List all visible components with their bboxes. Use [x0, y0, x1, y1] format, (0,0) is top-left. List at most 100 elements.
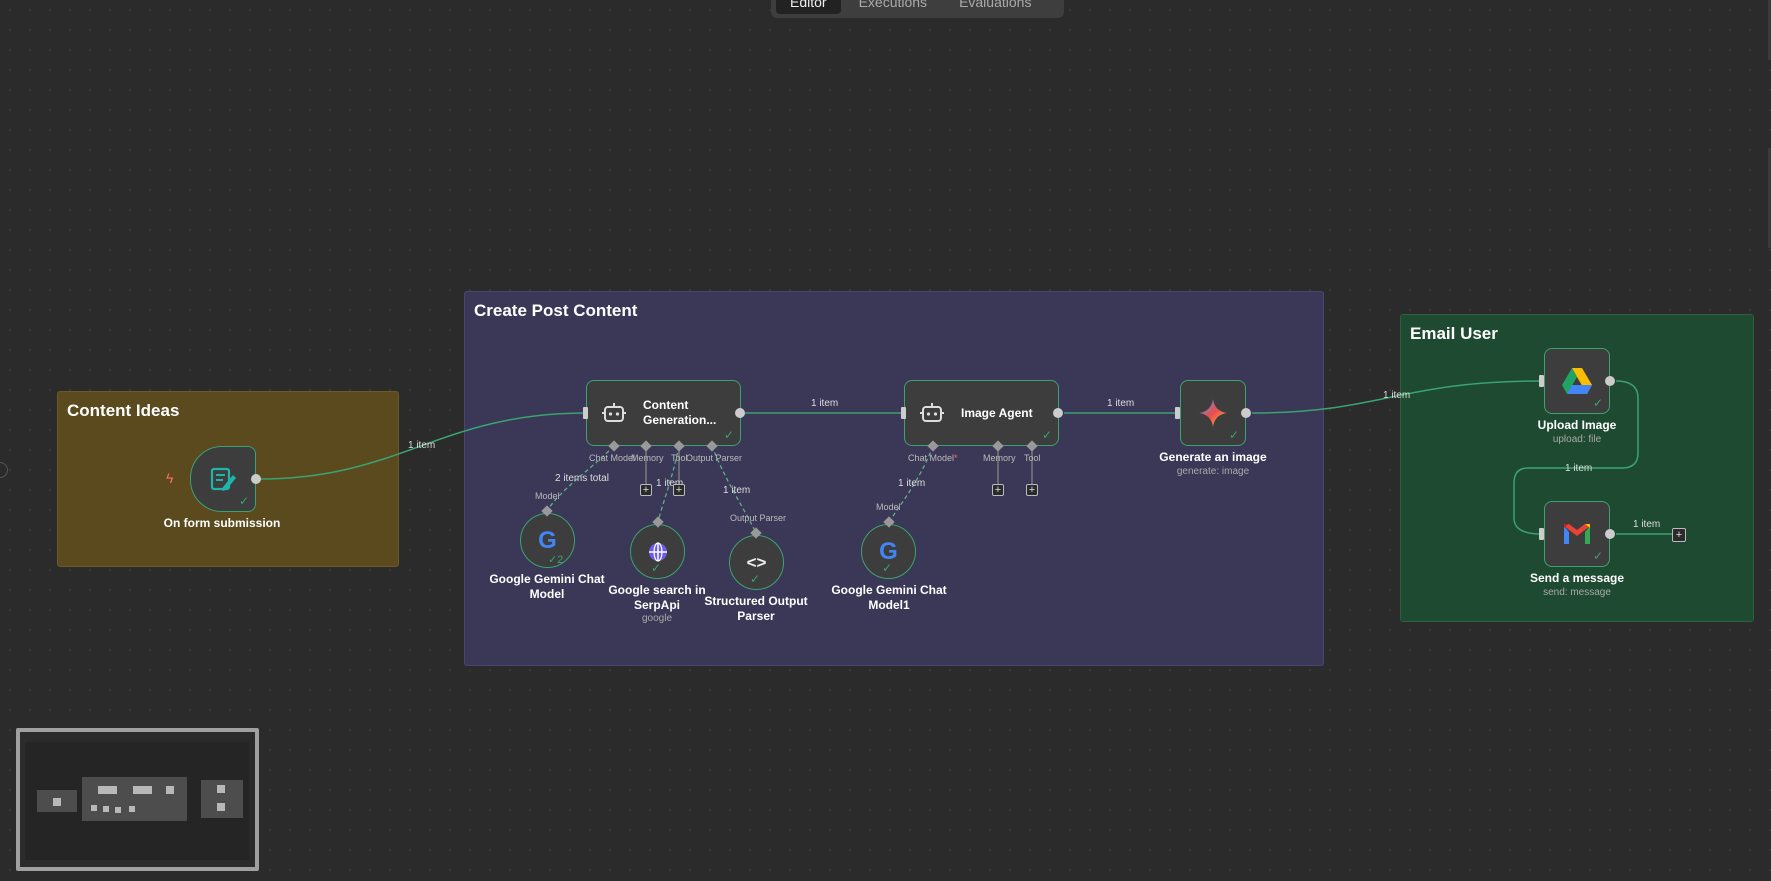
edge-label: 1 item — [723, 485, 751, 496]
add-tool-button[interactable]: + — [1026, 484, 1038, 496]
success-check-icon: ✓ — [1041, 428, 1052, 442]
tab-editor[interactable]: Editor — [776, 0, 841, 14]
node-label: Structured Output Parser — [704, 594, 807, 624]
node-send-a-message[interactable]: ✓ — [1544, 501, 1610, 567]
input-handle[interactable] — [1175, 407, 1180, 419]
node-label-line2: Model — [529, 587, 565, 601]
input-handle[interactable] — [901, 407, 906, 419]
node-label: Upload Image — [1537, 418, 1617, 432]
node-google-search-serpapi[interactable]: ✓ — [630, 524, 685, 579]
success-check-icon: ✓ — [1592, 549, 1603, 563]
robot-icon — [602, 403, 626, 422]
input-handle[interactable] — [583, 407, 588, 419]
node-upload-image[interactable]: ✓ — [1544, 348, 1610, 414]
port-label-model: Model — [876, 502, 901, 512]
run-count: 2 — [557, 554, 564, 566]
node-label-line1: Content — [643, 398, 689, 412]
canvas-left-handle[interactable] — [0, 462, 8, 478]
tab-evaluations[interactable]: Evaluations — [959, 0, 1032, 10]
success-check-icon: ✓ — [1592, 396, 1603, 410]
add-tool-button[interactable]: + — [673, 484, 685, 496]
node-label: Google Gemini Chat Model — [489, 572, 604, 602]
success-check-icon: ✓ — [650, 561, 661, 575]
output-handle[interactable] — [1605, 376, 1615, 386]
node-label-line2: Model1 — [868, 598, 910, 612]
output-handle[interactable] — [1605, 529, 1615, 539]
minimap-viewport — [25, 742, 249, 860]
add-memory-button[interactable]: + — [640, 484, 652, 496]
node-label: Generate an image — [1159, 450, 1267, 464]
node-label-line2: Parser — [737, 609, 775, 623]
code-brackets-icon: <> — [746, 552, 767, 572]
serpapi-icon — [648, 541, 667, 562]
minimap-node — [53, 798, 61, 806]
node-label: On form submission — [163, 516, 281, 530]
trigger-bolt-icon: ϟ — [166, 470, 174, 486]
edge-label: 2 items total — [555, 473, 609, 484]
node-subtitle: generate: image — [1176, 466, 1250, 477]
edge-label: 1 item — [408, 440, 436, 451]
run-count-badge: ✓2 — [548, 554, 564, 566]
node-google-gemini-chat-model1[interactable]: G ✓ — [861, 524, 916, 579]
node-label-line1: Google Gemini Chat — [489, 572, 605, 586]
node-on-form-submission[interactable]: ✓ — [190, 446, 256, 512]
gemini-sparkle-icon — [1199, 399, 1227, 427]
gmail-icon — [1564, 524, 1590, 544]
minimap-node — [217, 785, 225, 793]
minimap-node — [115, 807, 121, 813]
node-subtitle: send: message — [1543, 587, 1611, 598]
edge-label: 1 item — [898, 478, 926, 489]
edge-label: 1 item — [1565, 463, 1593, 474]
node-image-agent[interactable]: Image Agent ✓ — [904, 380, 1059, 446]
node-label: Google Gemini Chat Model1 — [831, 583, 946, 613]
node-label: Send a message — [1529, 571, 1625, 585]
scrollbar-right[interactable] — [1768, 0, 1771, 60]
node-google-gemini-chat-model[interactable]: G ✓2 — [520, 513, 575, 568]
minimap-node — [129, 806, 135, 812]
edge-label: 1 item — [1633, 519, 1661, 530]
port-label-output-parser: Output Parser — [686, 453, 743, 463]
minimap-group — [82, 777, 187, 821]
node-label-line1: Google search in — [608, 583, 706, 597]
add-node-button[interactable]: + — [1672, 528, 1686, 542]
node-label-line2: Generation... — [643, 413, 717, 427]
port-label-model: Model — [535, 491, 560, 501]
success-check-icon: ✓ — [1228, 428, 1239, 442]
tab-executions[interactable]: Executions — [858, 0, 928, 10]
minimap[interactable] — [16, 728, 259, 871]
success-check-icon: ✓ — [881, 561, 892, 575]
output-handle[interactable] — [1053, 408, 1063, 418]
node-label-line1: Google Gemini Chat — [831, 583, 947, 597]
node-content-generation-agent[interactable]: Content Generation... ✓ — [586, 380, 741, 446]
port-label-chat-model: Chat Model* — [908, 453, 958, 463]
group-title: Email User — [1410, 324, 1498, 343]
success-check-icon: ✓ — [723, 428, 734, 442]
node-structured-output-parser[interactable]: <> ✓ — [729, 535, 784, 590]
required-mark: * — [954, 453, 958, 463]
add-memory-button[interactable]: + — [992, 484, 1004, 496]
input-handle[interactable] — [1539, 375, 1544, 387]
node-generate-an-image[interactable]: ✓ — [1180, 380, 1246, 446]
port-label-chat-model: Chat Model — [589, 453, 636, 463]
view-tabs: Editor Executions Evaluations — [771, 0, 1064, 18]
edge-label: 1 item — [1383, 390, 1411, 401]
output-handle[interactable] — [735, 408, 745, 418]
minimap-node — [133, 786, 152, 794]
port-label-memory: Memory — [631, 453, 664, 463]
scrollbar-right-lower[interactable] — [1768, 148, 1771, 248]
output-handle[interactable] — [251, 474, 261, 484]
output-handle[interactable] — [1241, 408, 1251, 418]
success-check-icon: ✓ — [238, 494, 249, 508]
port-label-output-parser: Output Parser — [730, 513, 787, 523]
port-label-memory: Memory — [983, 453, 1016, 463]
node-subtitle: google — [641, 613, 673, 624]
edge-label: 1 item — [811, 398, 839, 409]
port-label-text: Chat Model — [908, 453, 955, 463]
google-g-icon: G — [538, 526, 557, 554]
google-drive-icon — [1562, 367, 1592, 394]
node-label-line2: SerpApi — [633, 598, 681, 612]
google-g-icon: G — [879, 537, 898, 565]
node-label-line1: Structured Output — [704, 594, 808, 608]
minimap-node — [91, 805, 97, 811]
input-handle[interactable] — [1539, 528, 1544, 540]
